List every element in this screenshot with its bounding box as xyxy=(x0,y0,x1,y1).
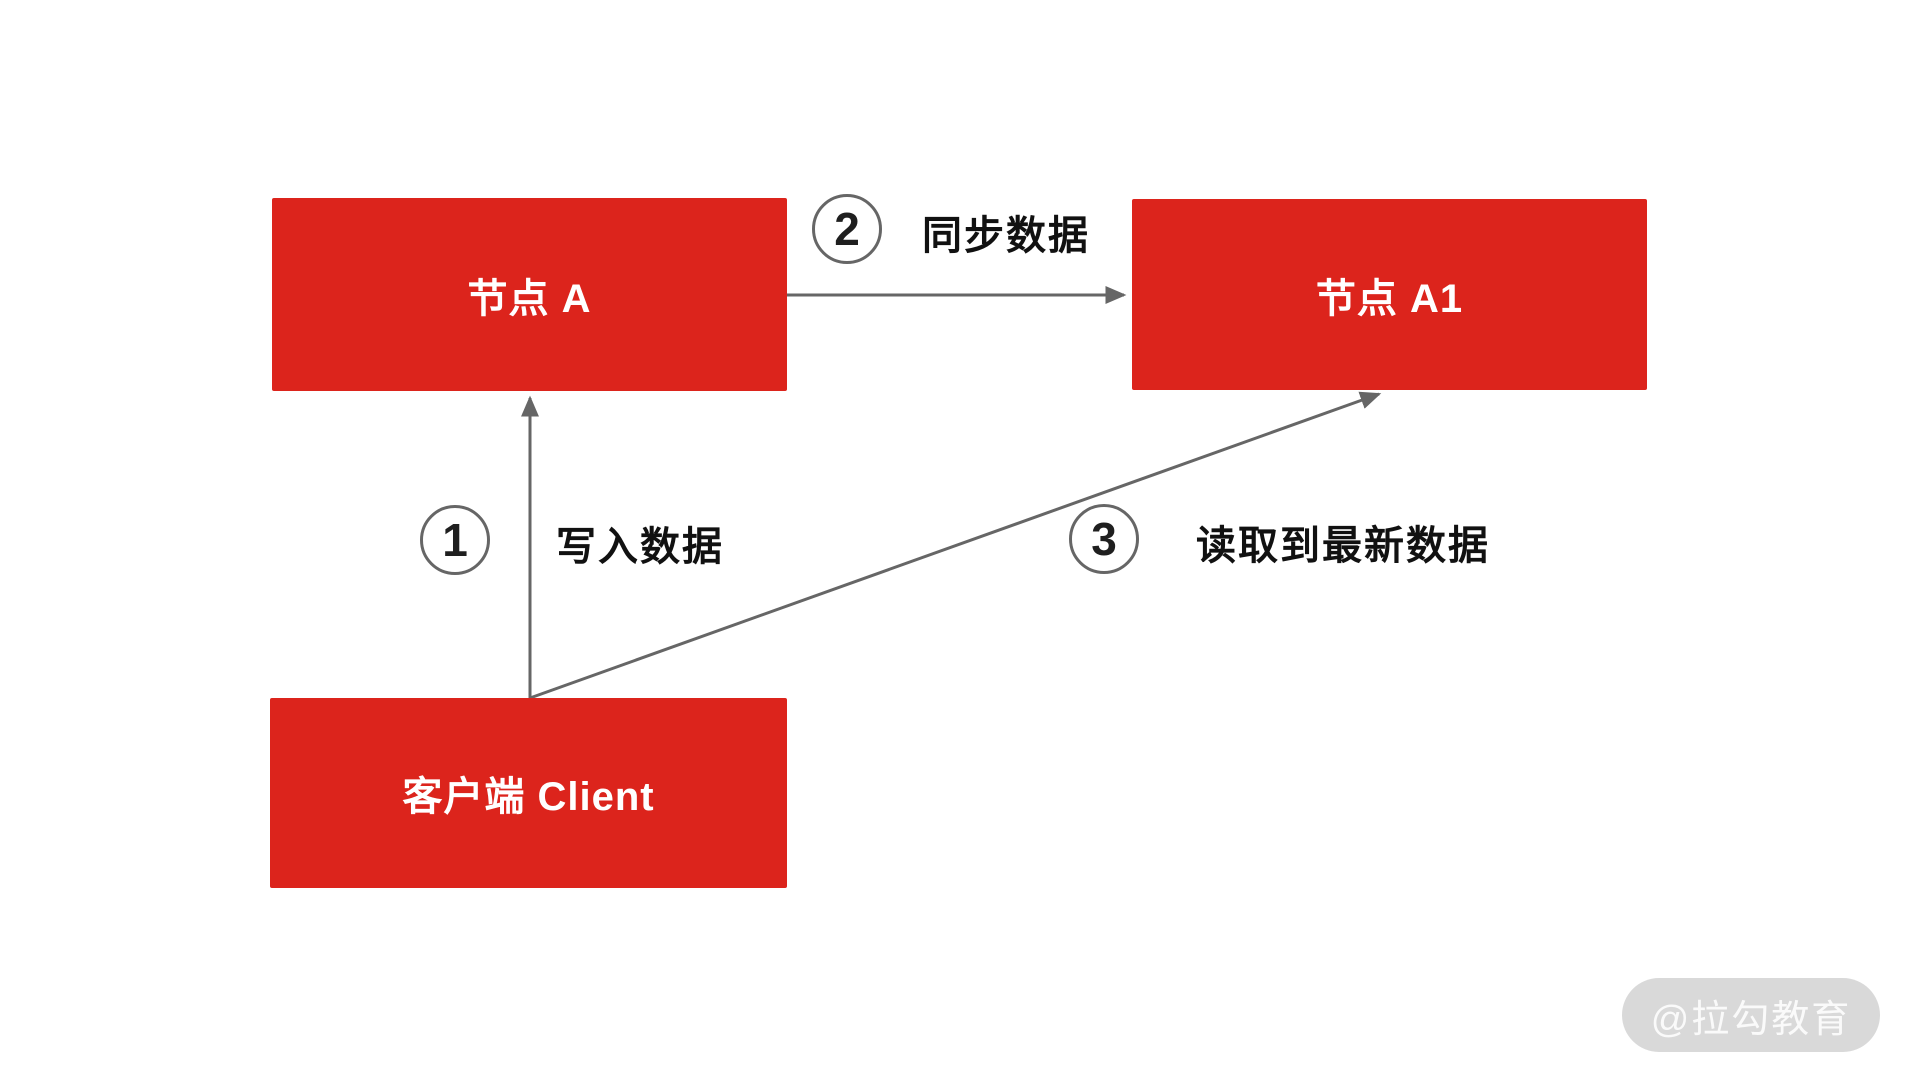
client-box: 客户端 Client xyxy=(270,698,787,888)
step-2-number-badge: 2 xyxy=(812,194,882,264)
step-3-number-badge: 3 xyxy=(1069,504,1139,574)
step-1-number-badge: 1 xyxy=(420,505,490,575)
node-a1-label: 节点 A1 xyxy=(1315,276,1464,321)
watermark-badge: @拉勾教育 xyxy=(1622,978,1880,1052)
step-3-label: 读取到最新数据 xyxy=(1196,524,1490,568)
step-2-label: 同步数据 xyxy=(922,214,1090,258)
node-a-box: 节点 A xyxy=(272,198,787,391)
step-1-label: 写入数据 xyxy=(556,525,724,569)
arrow-read-latest-data xyxy=(529,391,1382,700)
node-a1-box: 节点 A1 xyxy=(1132,199,1647,390)
client-label: 客户端 Client xyxy=(402,775,655,819)
node-a-label: 节点 A xyxy=(467,276,592,321)
